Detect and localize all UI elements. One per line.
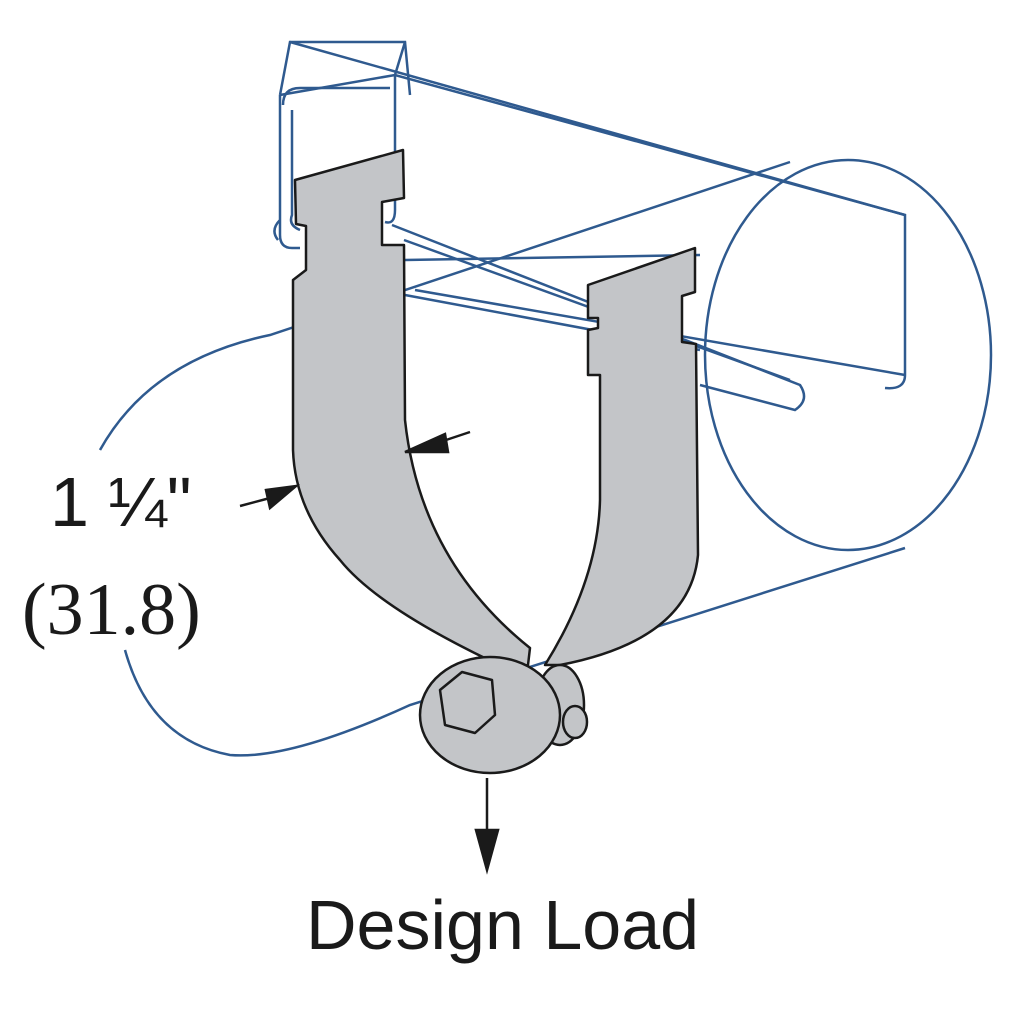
design-load-label: Design Load (306, 886, 700, 964)
arrow-right-icon (404, 432, 450, 454)
dimension-metric: (31.8) (22, 569, 201, 651)
clamp-right-strap (543, 246, 700, 667)
clamp-body (291, 148, 700, 775)
dimension-arrows (239, 430, 471, 511)
bolt-head-hex (438, 670, 497, 735)
clamp-left-strap (291, 148, 532, 672)
design-load-arrow (474, 778, 500, 875)
arrow-down-icon (474, 828, 500, 875)
pipe-outline (98, 158, 993, 757)
arrow-left-icon (264, 484, 301, 511)
dimension-imperial: 1 ¼" (50, 463, 192, 541)
